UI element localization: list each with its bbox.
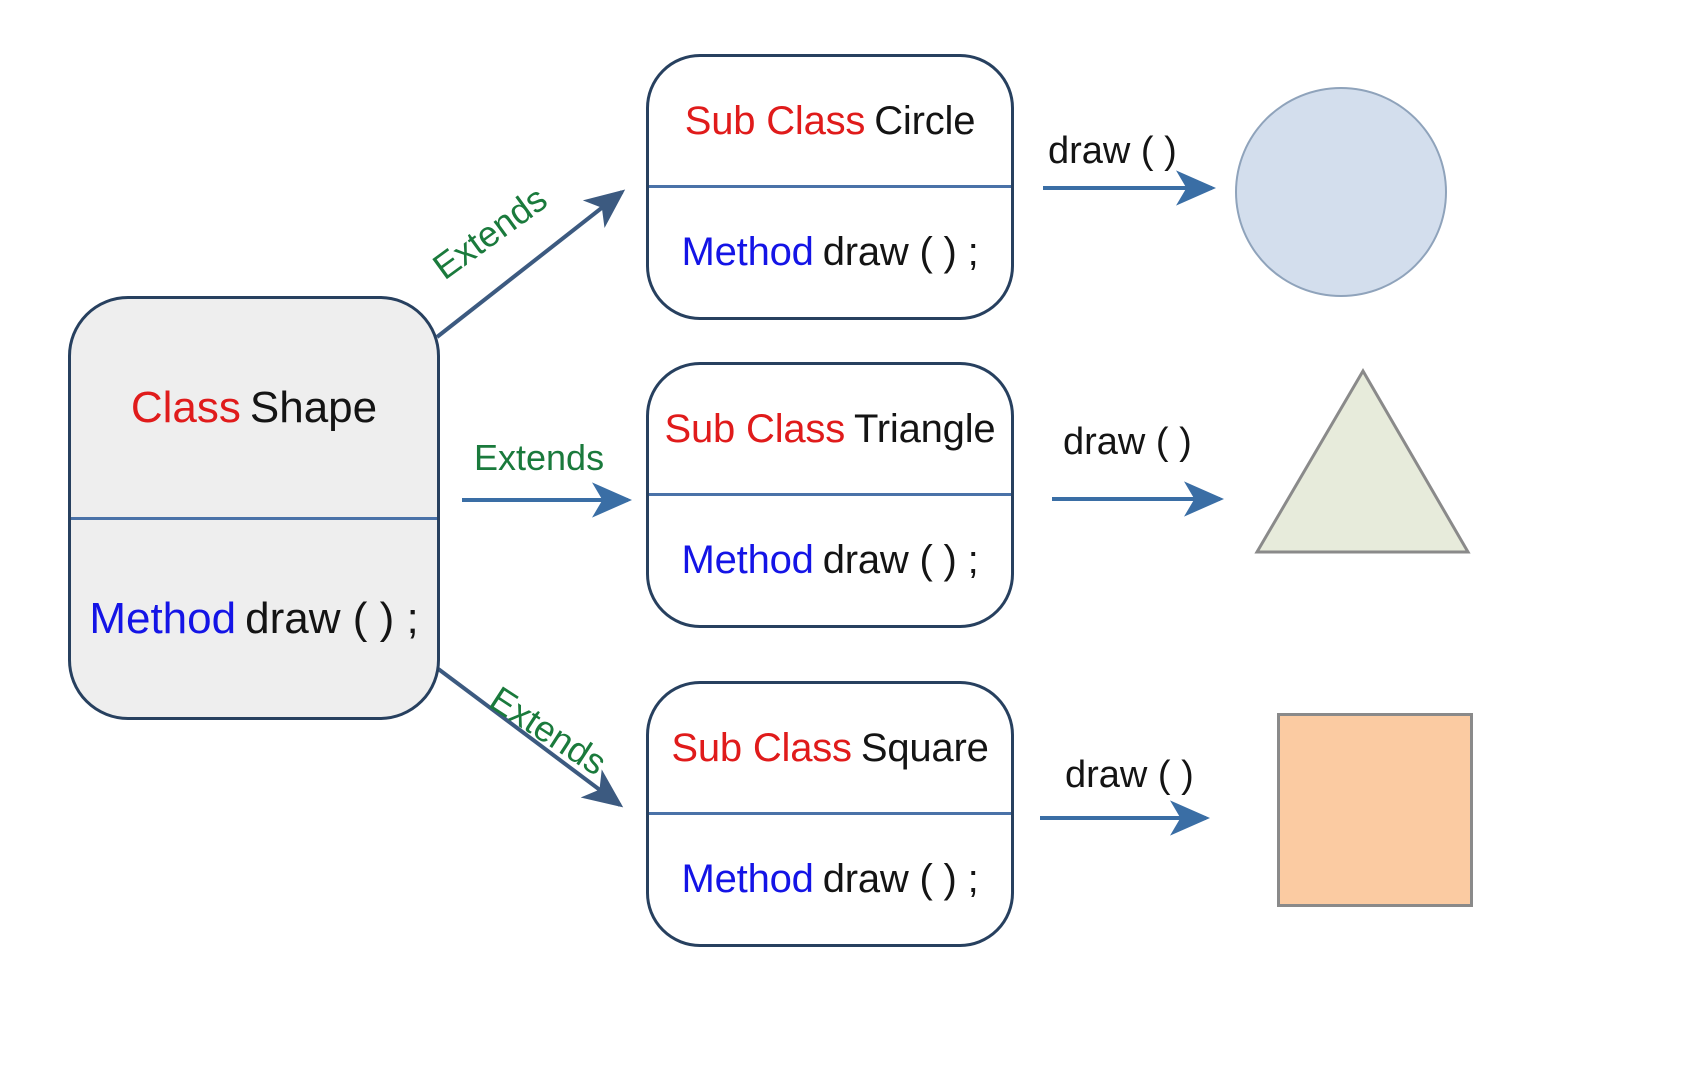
extends-label-square: Extends	[482, 677, 615, 784]
draw-call-label-triangle: draw ( )	[1063, 421, 1192, 463]
subclass-name: Square	[860, 725, 989, 770]
extends-arrow-square	[435, 666, 624, 808]
extends-label-circle: Extends	[425, 177, 555, 288]
shape-square	[1277, 713, 1473, 907]
class-box-triangle-divider	[649, 493, 1011, 496]
draw-call-label-circle: draw ( )	[1048, 130, 1177, 172]
class-box-circle-divider	[649, 185, 1011, 188]
subclass-keyword: Sub Class	[684, 98, 866, 143]
class-keyword: Class	[130, 383, 241, 432]
extends-label-triangle: Extends	[474, 437, 605, 478]
shape-triangle	[1254, 368, 1471, 554]
method-keyword: Method	[681, 538, 814, 582]
method-signature: draw ( ) ;	[822, 538, 979, 582]
class-box-square-divider	[649, 812, 1011, 815]
extends-arrow-circle	[435, 189, 626, 339]
method-signature: draw ( ) ;	[822, 857, 979, 901]
method-keyword: Method	[681, 857, 814, 901]
method-keyword: Method	[681, 230, 814, 274]
subclass-keyword: Sub Class	[671, 725, 852, 770]
method-signature: draw ( ) ;	[822, 230, 979, 274]
subclass-name: Triangle	[854, 406, 996, 451]
class-name: Shape	[249, 383, 378, 432]
class-box-shape-divider	[71, 517, 437, 520]
method-keyword: Method	[89, 593, 237, 643]
subclass-keyword: Sub Class	[664, 406, 846, 451]
method-signature: draw ( ) ;	[245, 593, 419, 643]
subclass-name: Circle	[874, 98, 976, 143]
shape-circle	[1235, 87, 1447, 297]
draw-call-label-square: draw ( )	[1065, 754, 1194, 796]
